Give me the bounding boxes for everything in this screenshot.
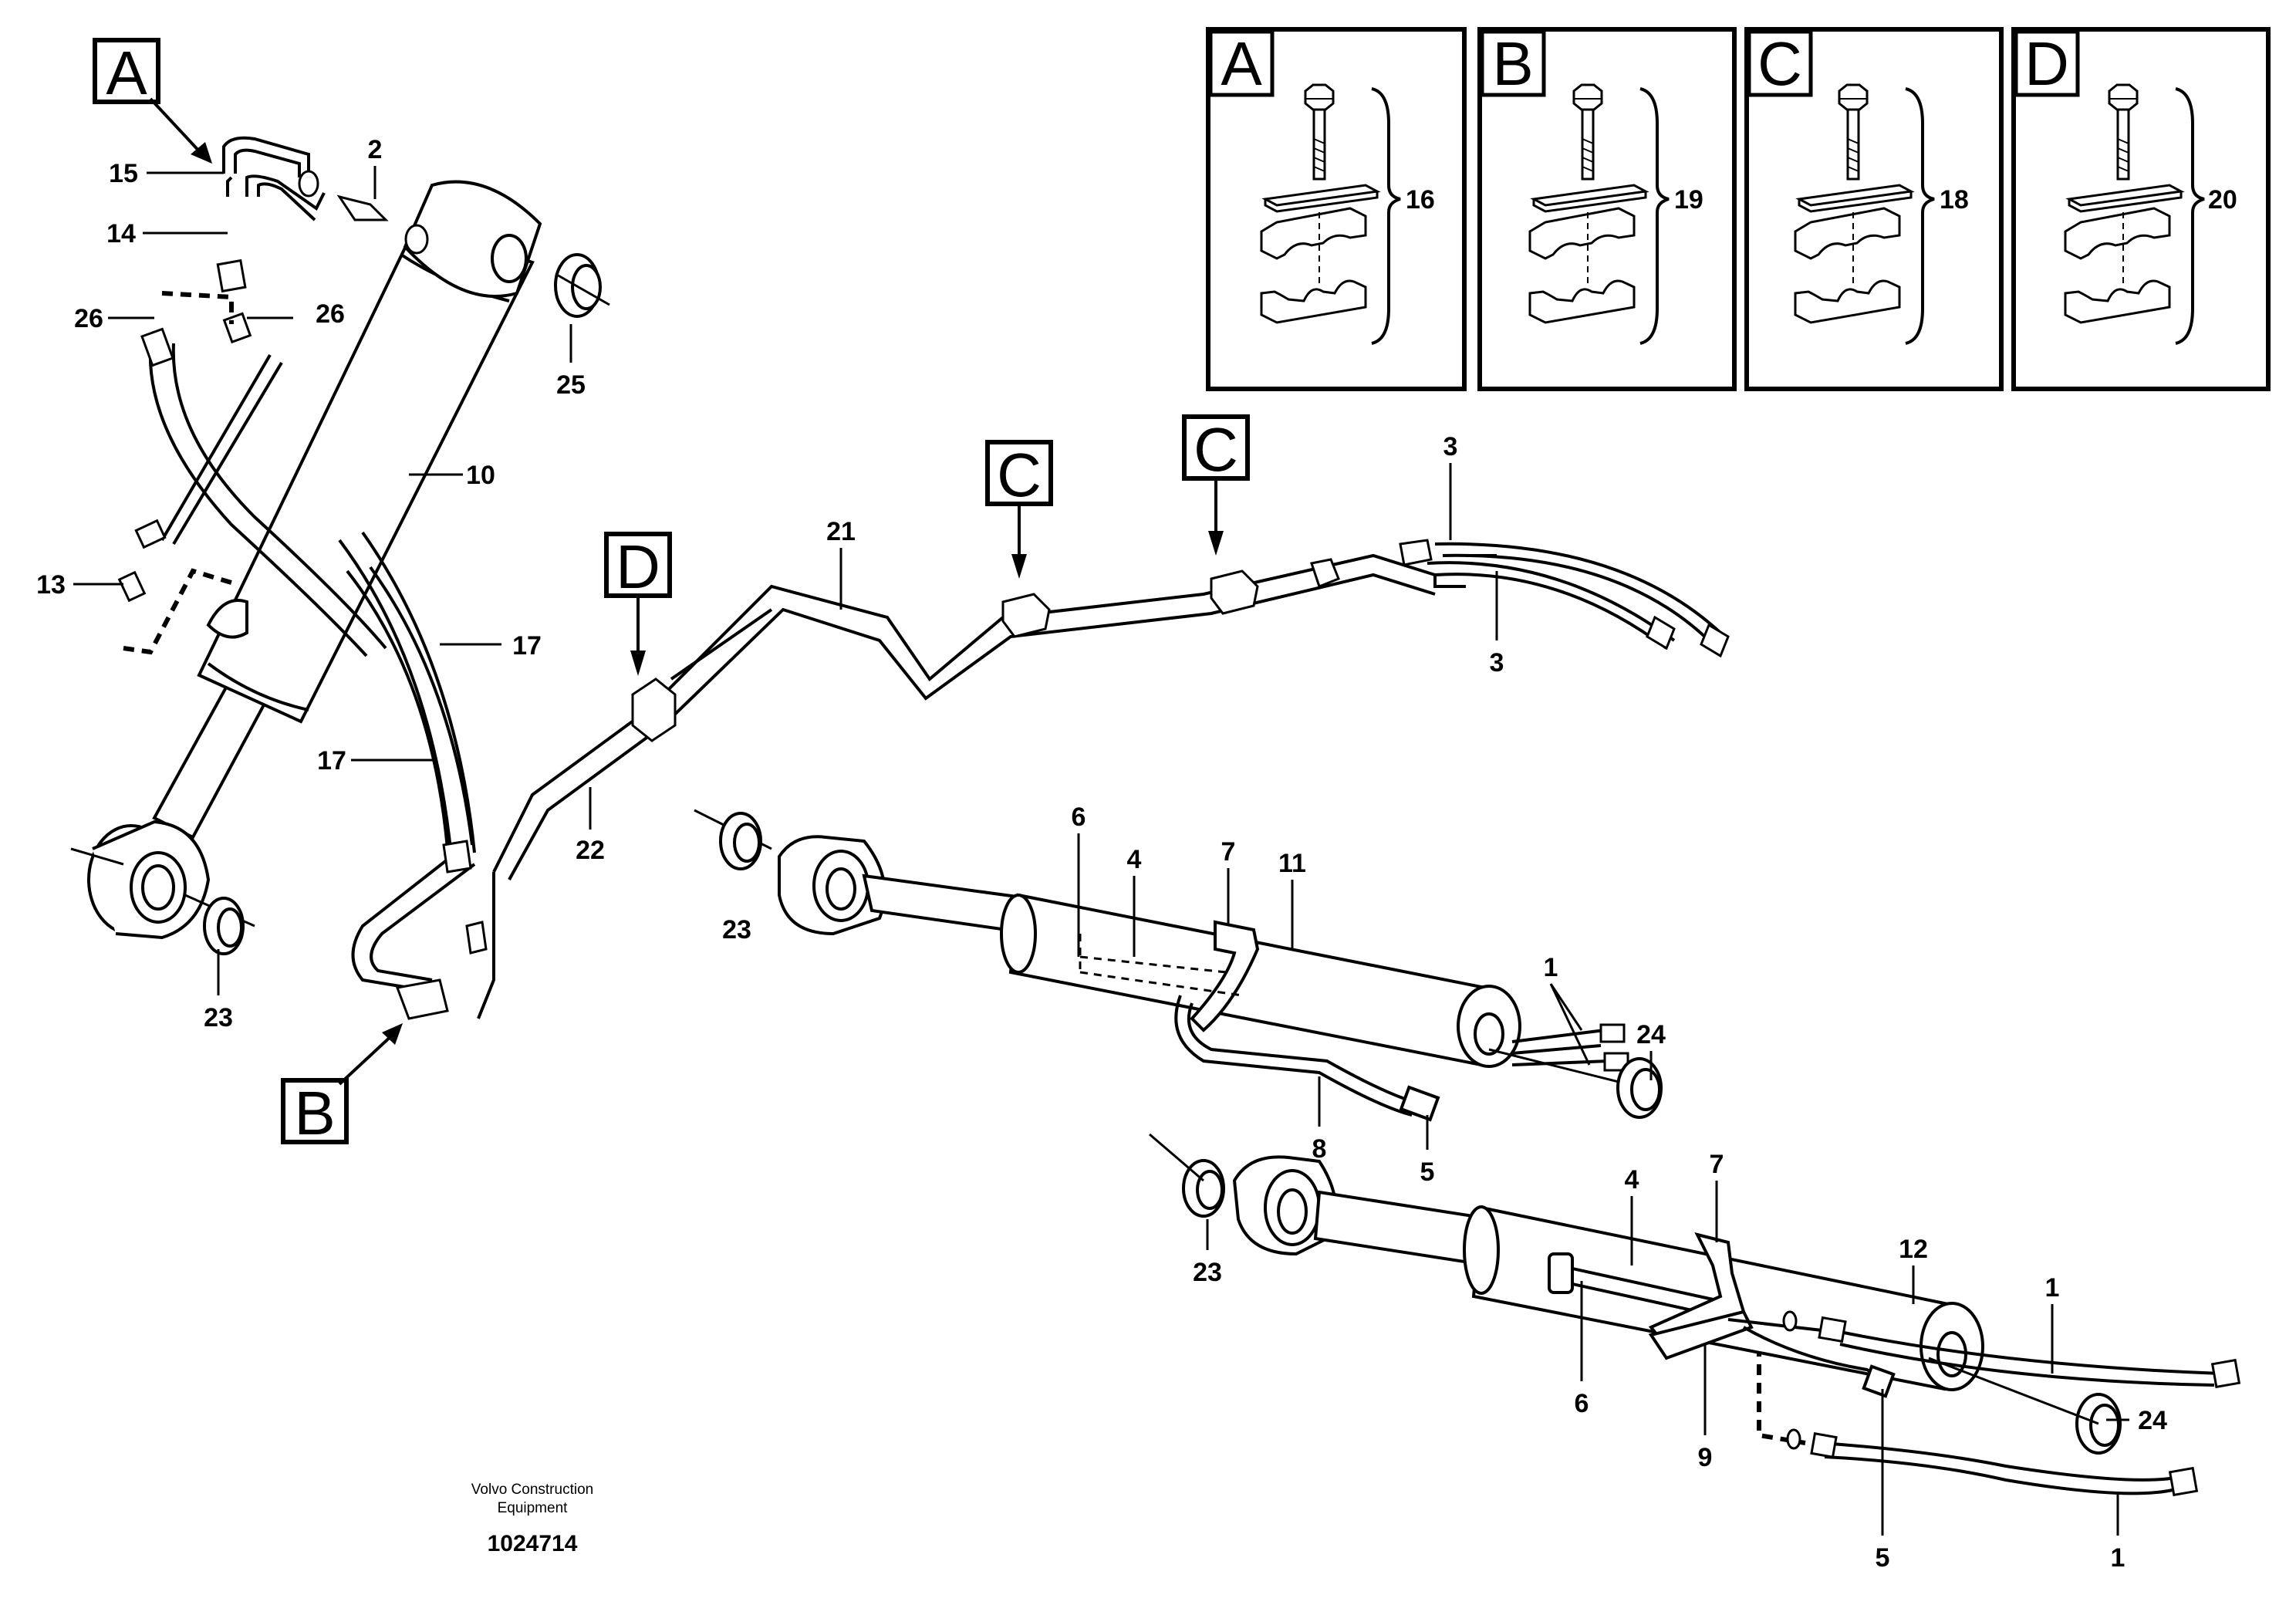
part-label-4-middle: 4 [1127, 845, 1142, 874]
part-label-15: 15 [109, 159, 138, 188]
arm-cylinder-11 [778, 835, 1521, 1122]
panel-letter-d: D [2024, 29, 2069, 98]
company-name-line1: Volvo Construction [471, 1482, 593, 1498]
part-label-8: 8 [1312, 1134, 1327, 1164]
pipe-lines-main [351, 542, 1722, 1019]
detail-panel-b: B 19 [1477, 27, 1737, 391]
svg-text:C: C [1194, 415, 1238, 484]
callout-box-d: D [604, 532, 672, 676]
company-name-line2: Equipment [498, 1500, 569, 1516]
panel-number-b: 19 [1674, 185, 1703, 215]
part-label-2: 2 [368, 135, 383, 164]
clamps-main-line [395, 539, 1730, 1020]
boom-cylinder-10 [70, 180, 542, 940]
part-label-5-middle: 5 [1420, 1157, 1435, 1187]
callout-box-b: B [281, 1023, 403, 1147]
part-label-22: 22 [576, 836, 605, 865]
fittings-cylinder-12 [1782, 1310, 2241, 1497]
part-label-24-bottom: 24 [2138, 1406, 2167, 1435]
panel-letter-a: A [1221, 29, 1262, 98]
svg-text:B: B [294, 1079, 335, 1147]
part-label-9: 9 [1698, 1443, 1713, 1472]
panel-letter-b: B [1492, 29, 1533, 98]
part-label-26-left: 26 [74, 304, 103, 333]
leader-lines [73, 166, 2129, 1536]
part-label-23-left: 23 [204, 1003, 233, 1032]
part-label-23-bottom: 23 [1193, 1258, 1222, 1287]
part-label-1-bottom-right: 1 [2045, 1273, 2060, 1303]
part-label-24-middle: 24 [1636, 1020, 1666, 1049]
callout-box-c-1: C [985, 440, 1053, 579]
part-label-3-top: 3 [1443, 432, 1458, 461]
part-label-5-bottom: 5 [1876, 1543, 1890, 1573]
callout-box-c-2: C [1182, 414, 1250, 556]
hose-lines-left [148, 136, 476, 857]
part-label-25: 25 [556, 370, 586, 400]
part-label-7-bottom: 7 [1710, 1150, 1724, 1179]
seal-ring-23-left [203, 897, 245, 955]
part-label-1-middle: 1 [1544, 953, 1558, 982]
footer: Volvo Construction Equipment 1024714 [471, 1482, 593, 1556]
svg-text:C: C [997, 441, 1042, 509]
panel-letter-c: C [1757, 29, 1802, 98]
part-label-12: 12 [1899, 1235, 1928, 1264]
detail-panel-d: D 20 [2011, 27, 2271, 391]
part-label-26-right: 26 [316, 299, 345, 329]
panel-number-c: 18 [1940, 185, 1969, 215]
part-label-7-middle: 7 [1221, 837, 1236, 867]
panel-number-d: 20 [2208, 185, 2237, 215]
detail-panel-c: C 18 [1744, 27, 2004, 391]
bucket-cylinder-12 [1232, 1155, 1984, 1398]
part-label-11: 11 [1278, 849, 1306, 878]
part-label-4-bottom: 4 [1625, 1165, 1639, 1195]
panel-number-a: 16 [1406, 185, 1435, 215]
part-label-1-bottom: 1 [2111, 1543, 2125, 1573]
part-number-labels: 15 14 2 26 26 25 10 13 17 17 23 22 21 3 … [36, 135, 2167, 1573]
part-label-6-middle: 6 [1072, 803, 1086, 832]
fittings-cylinder-11 [1599, 1023, 1629, 1072]
part-label-23-middle: 23 [722, 915, 751, 944]
drawing-number: 1024714 [488, 1531, 578, 1556]
part-label-17-right: 17 [512, 631, 542, 661]
part-label-3-bottom: 3 [1490, 648, 1504, 678]
dashed-inner-cylinder-11 [1079, 934, 1243, 997]
part-label-13: 13 [36, 570, 66, 600]
callout-box-a: A [93, 38, 212, 164]
svg-text:D: D [616, 532, 660, 601]
part-label-21: 21 [826, 517, 856, 546]
part-label-10: 10 [466, 461, 495, 490]
part-label-6-bottom: 6 [1575, 1389, 1589, 1418]
part-label-14: 14 [106, 219, 136, 248]
detail-panel-a: A 16 [1206, 27, 1467, 391]
seal-ring-25 [554, 253, 610, 318]
svg-text:A: A [106, 39, 147, 107]
part-label-17-left: 17 [317, 746, 346, 776]
